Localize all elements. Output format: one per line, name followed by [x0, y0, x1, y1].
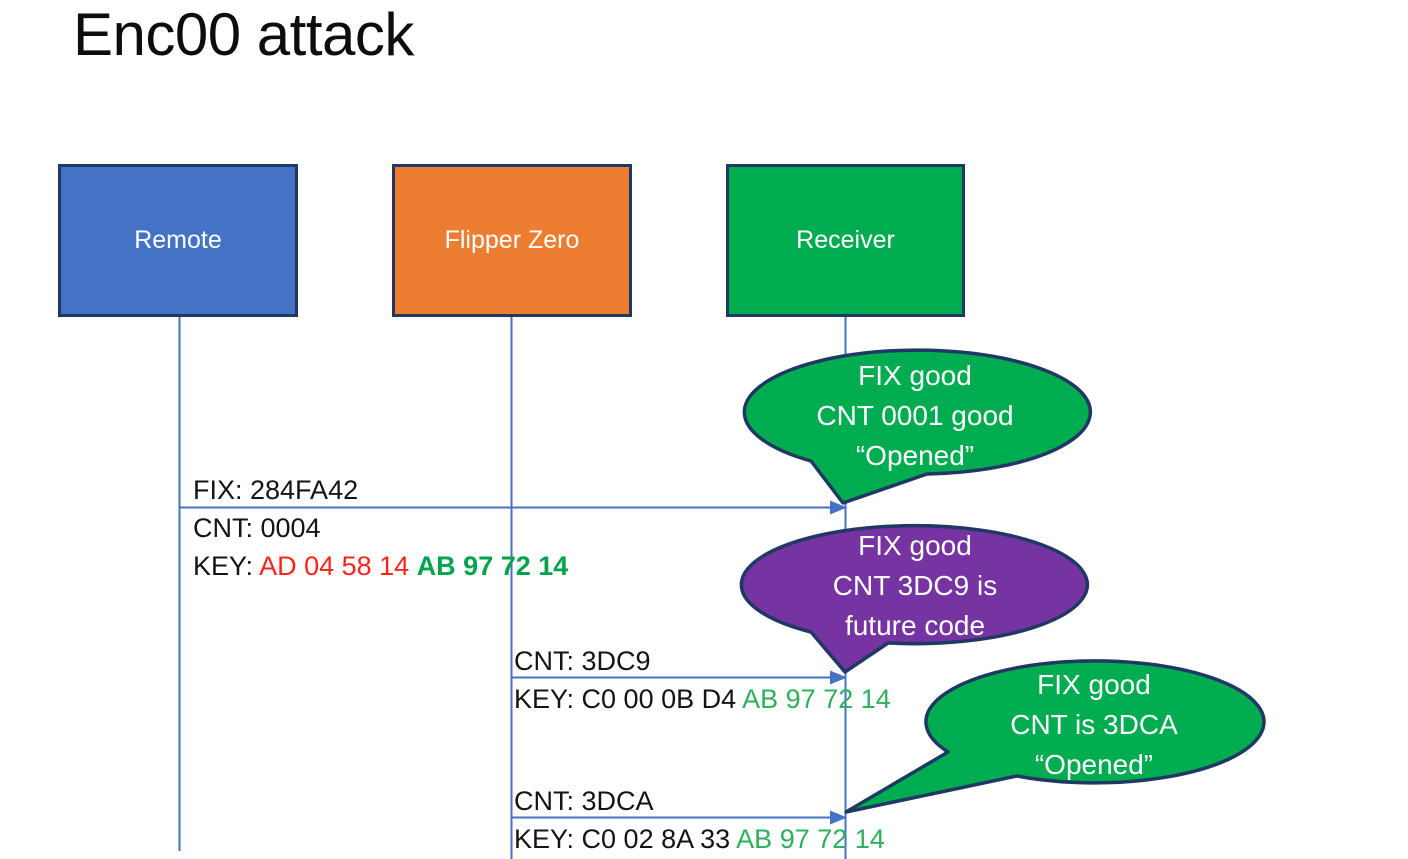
- actor-label-receiver: Receiver: [796, 226, 895, 254]
- message-1-key-prefix: KEY:: [193, 551, 260, 581]
- speech-bubble-2-line-2: CNT 3DC9 is: [832, 570, 998, 601]
- message-3-cnt: CNT: 3DCA: [514, 786, 654, 816]
- message-1-key-fixed: AB 97 72 14: [416, 551, 569, 581]
- message-1-cnt: CNT: 0004: [193, 513, 321, 543]
- message-2-cnt: CNT: 3DC9: [514, 646, 651, 676]
- message-1-fix: FIX: 284FA42: [193, 475, 359, 505]
- message-3-key-prefix: KEY: C0 02 8A 33: [514, 824, 737, 854]
- speech-bubble-3-shape: [844, 659, 1266, 814]
- message-3-key: KEY: C0 02 8A 33 AB 97 72 14: [514, 823, 885, 855]
- speech-bubble-1-line-1: FIX good: [858, 360, 972, 391]
- speech-bubble-2-text: FIX good CNT 3DC9 is future code: [742, 526, 1088, 646]
- message-2-key-fixed: AB 97 72 14: [742, 684, 891, 714]
- message-arrow-3-head: [830, 810, 847, 825]
- message-1-key-changing: AD 04 58 14: [259, 551, 417, 581]
- message-2-key-prefix: KEY: C0 00 0B D4: [514, 684, 743, 714]
- speech-bubble-3-text: FIX good CNT is 3DCA “Opened”: [920, 665, 1268, 785]
- message-arrow-1-head: [830, 500, 847, 515]
- message-arrow-2-head: [830, 670, 847, 685]
- speech-bubble-2-shape: [739, 523, 1090, 674]
- speech-bubbles: [739, 348, 1266, 814]
- slide-title: Enc00 attack: [73, 1, 414, 68]
- actor-box-remote: Remote: [58, 164, 298, 317]
- speech-bubble-3-line-1: FIX good: [1037, 669, 1151, 700]
- actor-label-remote: Remote: [134, 226, 222, 254]
- speech-bubble-1-line-2: CNT 0001 good: [816, 400, 1014, 431]
- message-arrows: [179, 500, 847, 825]
- message-2-key: KEY: C0 00 0B D4 AB 97 72 14: [514, 683, 891, 715]
- speech-bubble-1-shape: [742, 348, 1093, 505]
- speech-bubble-1-text: FIX good CNT 0001 good “Opened”: [742, 356, 1088, 476]
- speech-bubble-3-line-3: “Opened”: [1034, 749, 1154, 780]
- speech-bubble-1-line-3: “Opened”: [855, 440, 975, 471]
- actor-box-receiver: Receiver: [726, 164, 965, 317]
- speech-bubble-2-line-1: FIX good: [858, 530, 972, 561]
- speech-bubble-2-line-3: future code: [844, 610, 986, 641]
- actor-label-flipper-zero: Flipper Zero: [444, 226, 580, 254]
- speech-bubble-3-line-2: CNT is 3DCA: [1010, 709, 1178, 740]
- message-1-key: KEY: AD 04 58 14 AB 97 72 14: [193, 550, 568, 582]
- message-3-key-fixed: AB 97 72 14: [736, 824, 885, 854]
- actor-box-flipper-zero: Flipper Zero: [392, 164, 632, 317]
